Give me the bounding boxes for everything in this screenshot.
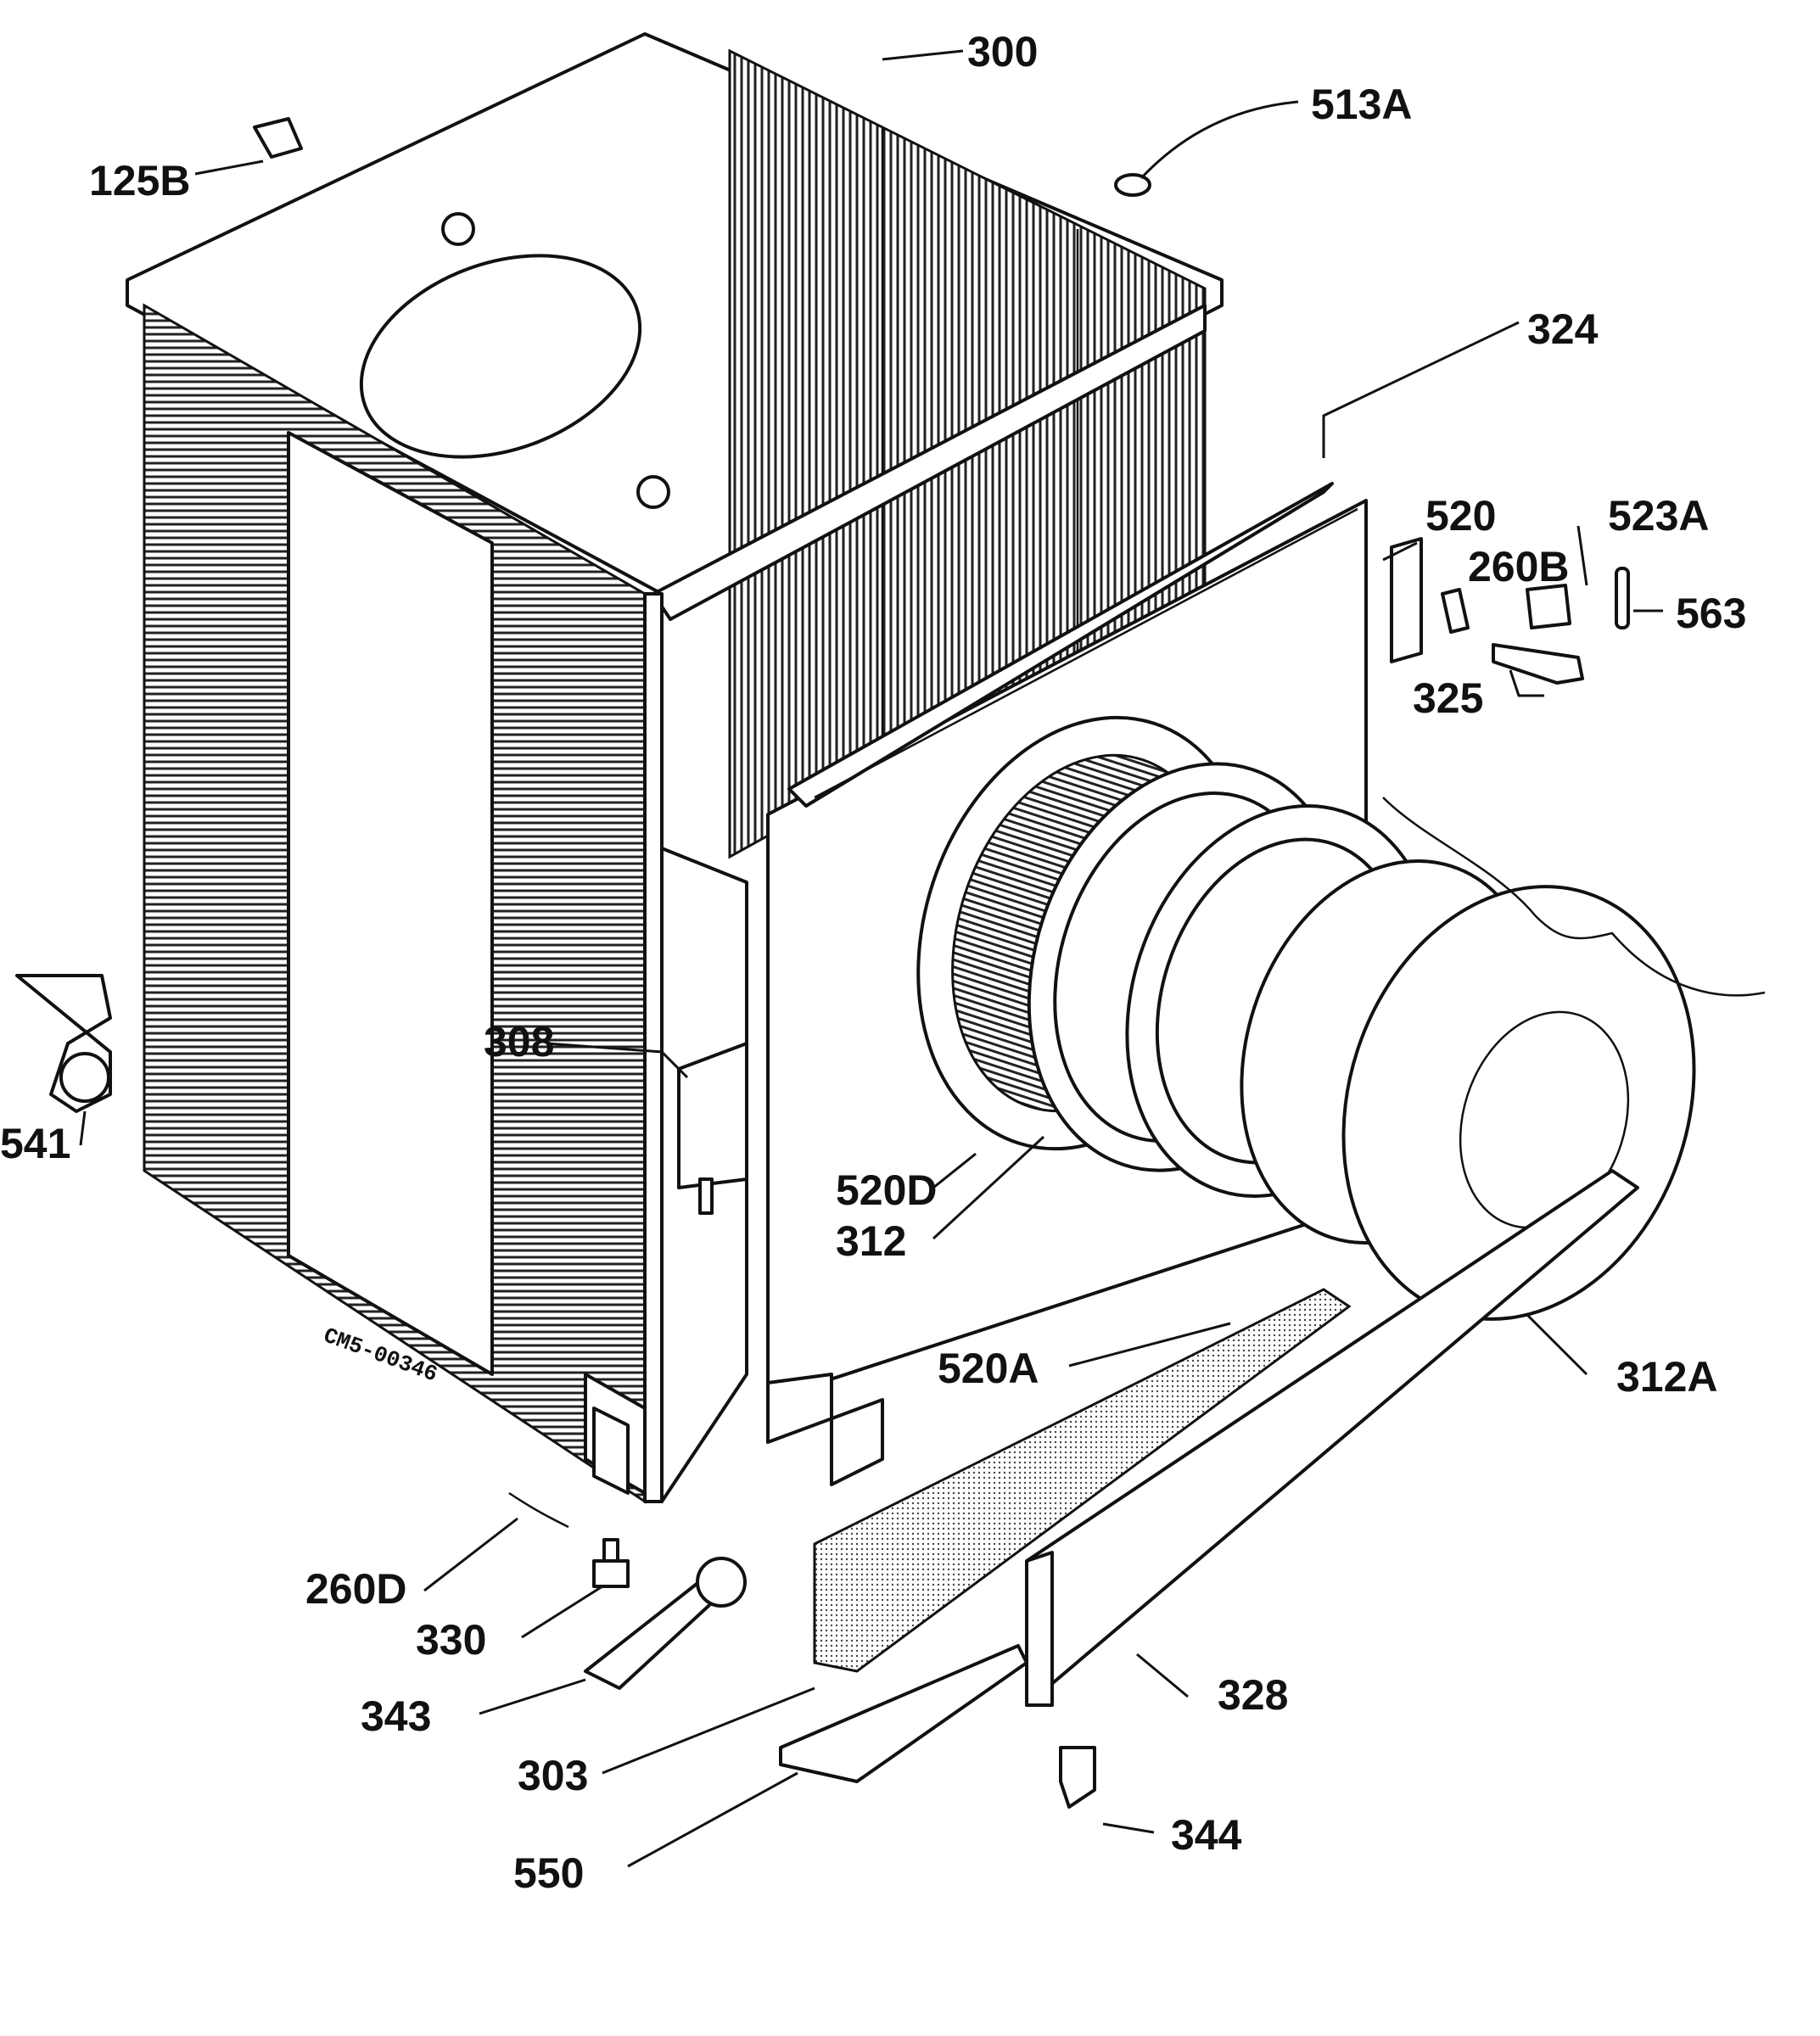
part-label-324: 324	[1527, 305, 1599, 353]
leader-lines	[79, 49, 1663, 1868]
part-label-563: 563	[1676, 590, 1746, 637]
part-label-300: 300	[967, 28, 1038, 76]
part-label-260d: 260D	[305, 1565, 407, 1613]
part-label-328: 328	[1218, 1671, 1288, 1719]
part-label-312: 312	[836, 1217, 906, 1265]
part-label-520a: 520A	[938, 1345, 1039, 1392]
part-label-343: 343	[361, 1692, 431, 1740]
cabinet-frame	[126, 32, 1224, 1504]
part-label-520d: 520D	[836, 1166, 938, 1214]
part-label-330: 330	[416, 1616, 486, 1664]
part-label-523a: 523A	[1608, 492, 1710, 540]
door-group-bracket	[1382, 797, 1766, 997]
plinth-parts	[779, 1169, 1639, 1783]
part-label-541: 541	[0, 1120, 70, 1167]
part-label-303: 303	[518, 1752, 588, 1799]
part-label-550: 550	[513, 1849, 584, 1897]
part-label-520: 520	[1425, 492, 1496, 540]
part-label-513a: 513A	[1311, 81, 1413, 128]
part-label-312a: 312A	[1616, 1353, 1718, 1401]
part-label-308: 308	[484, 1018, 554, 1066]
part-label-260b: 260B	[1468, 543, 1570, 590]
part-label-344: 344	[1171, 1811, 1242, 1859]
part-label-325: 325	[1413, 674, 1483, 722]
part-label-125b: 125B	[89, 157, 191, 204]
part-labels: 300 513A 125B 324 520 523A 260B 563 325 …	[0, 28, 1746, 1897]
small-parts	[15, 117, 1630, 1809]
